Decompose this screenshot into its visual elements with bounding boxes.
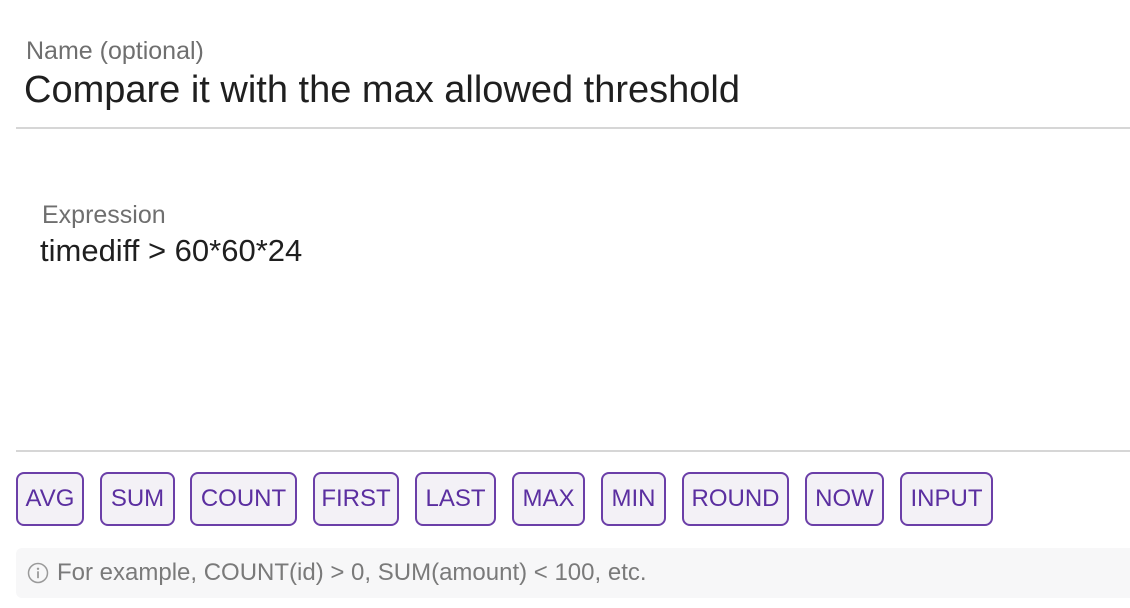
round-button[interactable]: ROUND: [682, 472, 789, 526]
expression-field-label: Expression: [42, 201, 166, 229]
expression-field[interactable]: Expression timediff > 60*60*24: [16, 130, 1130, 452]
input-button[interactable]: INPUT: [900, 472, 993, 526]
now-button[interactable]: NOW: [805, 472, 884, 526]
min-button[interactable]: MIN: [601, 472, 666, 526]
max-button[interactable]: MAX: [512, 472, 585, 526]
info-icon: [27, 562, 49, 584]
name-field[interactable]: [16, 0, 1130, 129]
hint-bar: For example, COUNT(id) > 0, SUM(amount) …: [16, 548, 1130, 598]
sum-button[interactable]: SUM: [100, 472, 175, 526]
expression-input[interactable]: timediff > 60*60*24: [40, 233, 303, 268]
name-input[interactable]: Compare it with the max allowed threshol…: [24, 69, 741, 111]
avg-button[interactable]: AVG: [16, 472, 84, 526]
count-button[interactable]: COUNT: [190, 472, 297, 526]
hint-text: For example, COUNT(id) > 0, SUM(amount) …: [57, 559, 647, 586]
first-button[interactable]: FIRST: [313, 472, 399, 526]
last-button[interactable]: LAST: [415, 472, 496, 526]
name-field-label: Name (optional): [26, 37, 204, 65]
